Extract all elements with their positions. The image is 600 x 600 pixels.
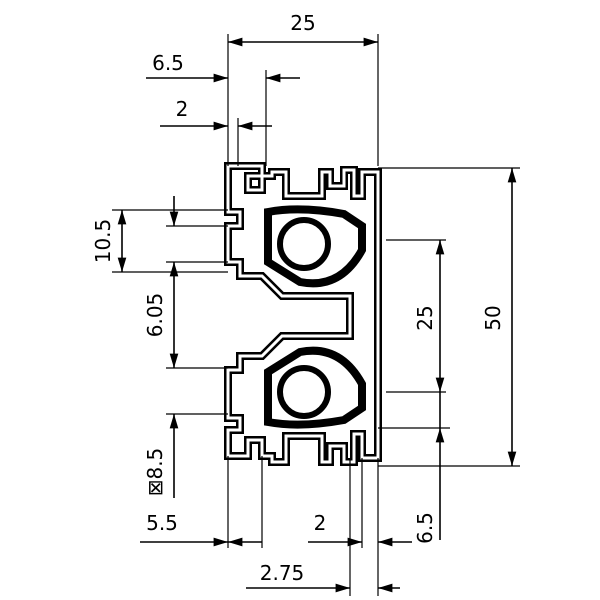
dim-slot-width: ⊠8.5 bbox=[143, 448, 167, 497]
profile-inner-line bbox=[226, 164, 380, 464]
dim-pitch: 25 bbox=[413, 305, 437, 330]
dim-height-total: 50 bbox=[481, 305, 505, 330]
lower-core-hole bbox=[277, 365, 331, 419]
dim-web-gap: 6.05 bbox=[143, 293, 167, 338]
dim-width-total: 25 bbox=[290, 11, 315, 35]
upper-core-wall bbox=[264, 205, 366, 288]
dim-wall: 2 bbox=[176, 97, 189, 121]
dim-wall-bottom: 2 bbox=[314, 511, 327, 535]
upper-core-hole bbox=[277, 217, 331, 271]
dim-step: 2.75 bbox=[260, 561, 305, 585]
profile-cross-section bbox=[224, 162, 382, 466]
dim-lip-right: 6.5 bbox=[413, 512, 437, 544]
dimension-labels: 25 6.5 2 10.5 6.05 ⊠8.5 5.5 2 6.5 2.75 2… bbox=[91, 11, 505, 585]
dimension-lines bbox=[112, 34, 520, 596]
lower-core-wall bbox=[264, 346, 366, 429]
dim-lip-left: 5.5 bbox=[146, 511, 178, 535]
dim-slot-height: 10.5 bbox=[91, 219, 115, 264]
dim-slot-offset: 6.5 bbox=[152, 51, 184, 75]
